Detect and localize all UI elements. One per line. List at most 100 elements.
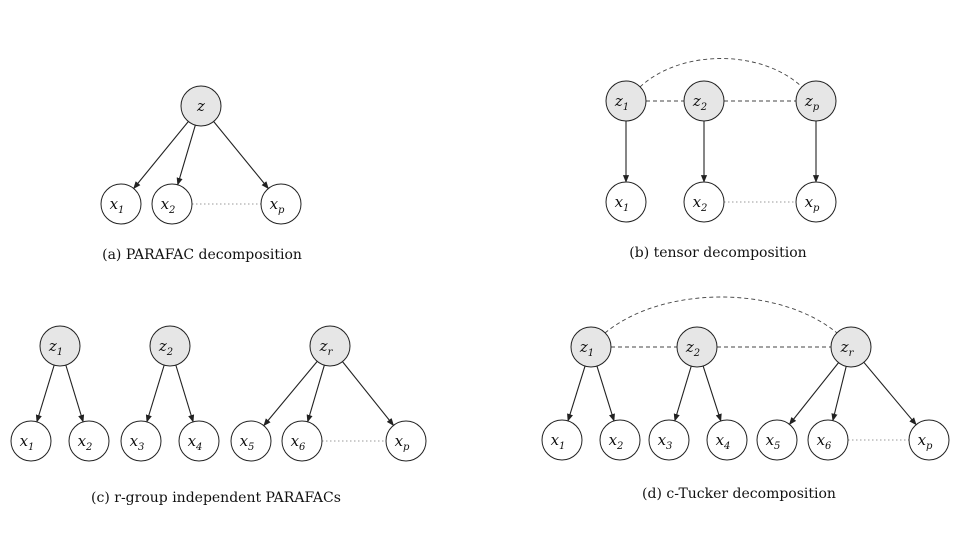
panel-d-latent-label-2: z2 (685, 338, 700, 359)
panel-d-observed-label-6: x6 (817, 431, 832, 452)
panel-a-observed-label-1: x1 (110, 195, 125, 216)
panel-d-observed-circle-1 (541, 419, 583, 461)
panel-c-observed-circle-6 (281, 420, 323, 462)
panel-b-latent-label-2: z2 (692, 92, 707, 113)
panel-c-arrow-3-to-7 (342, 361, 394, 426)
panel-c-observed-label-3: x3 (130, 432, 145, 453)
panel-d-latent-label-3: zr (840, 338, 855, 359)
caption-panel-a: (a) PARAFAC decomposition (102, 247, 302, 263)
panel-a-observed-circle-3 (260, 183, 302, 225)
panel-a-observed-circle-2 (151, 183, 193, 225)
panel-c-latent-node-3: zr (309, 325, 351, 367)
panel-d-observed-circle-6 (807, 419, 849, 461)
panel-c-latent-label-2: z2 (158, 337, 173, 358)
panel-b-latent-circle-2 (683, 80, 725, 122)
panel-c-observed-node-5: x5 (230, 420, 272, 462)
panel-c-observed-node-3: x3 (120, 420, 162, 462)
panel-c-observed-circle-3 (120, 420, 162, 462)
panel-d-latent-node-3: zr (830, 326, 872, 368)
panel-c-observed-node-6: x6 (281, 420, 323, 462)
panel-d-observed-label-7: xp (918, 431, 933, 452)
captions-layer: (a) PARAFAC decomposition (b) tensor dec… (91, 245, 836, 506)
panel-c-latent-node-1: z1 (39, 325, 81, 367)
panel-c-arrow-3-to-6 (306, 365, 325, 423)
panel-d-observed-label-3: x3 (658, 431, 673, 452)
panel-c-observed-node-2: x2 (68, 420, 110, 462)
panel-d-arrow-3-to-7 (863, 361, 917, 426)
panel-d-latent-circle-2 (676, 326, 718, 368)
panel-a-arrow-1-to-2 (176, 125, 196, 186)
panel-b-latent-circle-1 (605, 80, 647, 122)
panel-c-latent-circle-1 (39, 325, 81, 367)
panel-b-observed-circle-1 (605, 181, 647, 223)
panel-c-latent-label-3: zr (319, 337, 334, 358)
panel-c-latent-circle-2 (149, 325, 191, 367)
panel-b-latent-node-2: z2 (683, 80, 725, 122)
panel-c-observed-label-4: x4 (188, 432, 203, 453)
panel-c-latent-node-2: z2 (149, 325, 191, 367)
panel-c-arrow-2-to-4 (175, 364, 195, 423)
panel-d-observed-node-3: x3 (648, 419, 690, 461)
panel-d-observed-circle-5 (756, 419, 798, 461)
panel-b-observed-label-2: x2 (693, 193, 708, 214)
panel-c-arrow-1-to-2 (65, 364, 85, 423)
panel-d-observed-node-6: x6 (807, 419, 849, 461)
panel-c-observed-node-4: x4 (178, 420, 220, 462)
panel-d-arrow-2-to-4 (702, 365, 722, 422)
panel-d-observed-label-1: x1 (551, 431, 566, 452)
panel-b-observed-node-3: xp (795, 181, 837, 223)
panel-b-latent-node-1: z1 (605, 80, 647, 122)
panel-c-arrow-2-to-3 (145, 364, 165, 423)
panel-d-observed-node-1: x1 (541, 419, 583, 461)
panel-d-latent-node-2: z2 (676, 326, 718, 368)
panel-c-observed-circle-5 (230, 420, 272, 462)
panel-d-observed-circle-2 (599, 419, 641, 461)
panel-b-latent-label-3: zp (804, 92, 820, 113)
panel-d-arrow-3-to-5 (788, 362, 839, 425)
panel-d-observed-label-5: x5 (766, 431, 781, 452)
panel-c-observed-label-7: xp (395, 432, 410, 453)
panel-d-observed-label-4: x4 (716, 431, 731, 452)
panel-d-observed-node-2: x2 (599, 419, 641, 461)
panel-a-latent-node-1: z (180, 85, 222, 127)
caption-panel-d: (d) c-Tucker decomposition (642, 486, 836, 502)
panel-b-observed-circle-3 (795, 181, 837, 223)
panel-d-latent-label-1: z1 (579, 338, 594, 359)
panel-d-observed-node-4: x4 (706, 419, 748, 461)
panel-a-observed-node-1: x1 (100, 183, 142, 225)
panel-c-latent-label-1: z1 (48, 337, 63, 358)
panel-a-observed-label-2: x2 (161, 195, 176, 216)
panel-b-latent-node-3: zp (795, 80, 837, 122)
panel-c-observed-label-1: x1 (20, 432, 35, 453)
caption-panel-c: (c) r-group independent PARAFACs (91, 490, 341, 506)
panel-c-arrow-3-to-5 (263, 361, 318, 427)
panel-a-observed-node-3: xp (260, 183, 302, 225)
panel-c-observed-label-6: x6 (291, 432, 306, 453)
caption-panel-b: (b) tensor decomposition (629, 245, 806, 261)
panel-a-observed-label-3: xp (270, 195, 285, 216)
panel-d-arrow-1-to-1 (567, 365, 586, 422)
panel-a-latent-circle-1 (180, 85, 222, 127)
panel-d-arrow-3-to-6 (831, 366, 847, 422)
panel-b-observed-circle-2 (683, 181, 725, 223)
panel-b-observed-node-2: x2 (683, 181, 725, 223)
panel-c-arrow-1-to-1 (35, 364, 55, 423)
panel-c-latent-circle-3 (309, 325, 351, 367)
panel-b-latent-label-1: z1 (614, 92, 629, 113)
panel-a-arrow-1-to-1 (133, 121, 189, 190)
panel-d-observed-circle-7 (908, 419, 950, 461)
panel-d-observed-circle-4 (706, 419, 748, 461)
panel-c-observed-circle-7 (385, 420, 427, 462)
panel-c-observed-circle-2 (68, 420, 110, 462)
panel-d-latent-node-1: z1 (570, 326, 612, 368)
panel-b-latent-circle-3 (795, 80, 837, 122)
panel-d-observed-node-5: x5 (756, 419, 798, 461)
panel-b-observed-node-1: x1 (605, 181, 647, 223)
panel-a-arrow-1-to-3 (213, 121, 269, 190)
nodes-layer: z x1 x2 xp z1 z2 zp x1 x2 xp z1 z2 zr x1 x2 x3 x4 x5 x6 xp z… (10, 80, 950, 462)
panel-c-observed-node-7: xp (385, 420, 427, 462)
panel-d-observed-circle-3 (648, 419, 690, 461)
panel-d-observed-node-7: xp (908, 419, 950, 461)
panel-b-observed-label-1: x1 (615, 193, 630, 214)
